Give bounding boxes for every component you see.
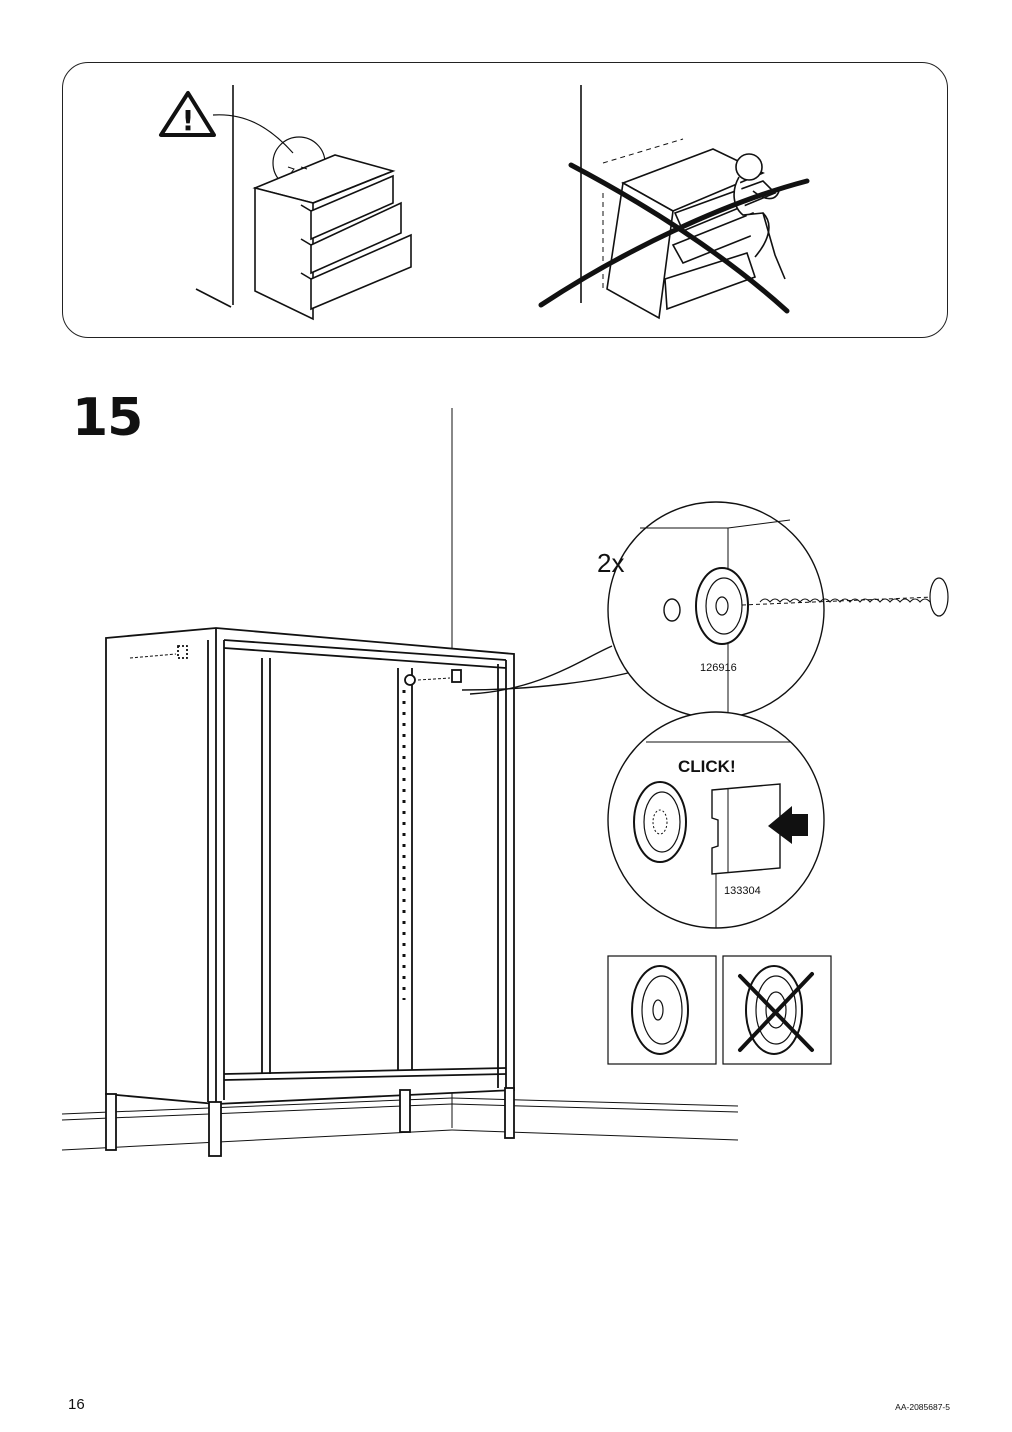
click-label: CLICK! <box>678 757 736 776</box>
svg-text:!: ! <box>182 104 195 137</box>
warning-icon: ! <box>159 91 216 137</box>
quantity-label: 2x <box>597 548 624 578</box>
room-corner <box>61 408 739 1151</box>
cross-icon <box>738 972 814 1052</box>
cross-icon <box>538 162 810 314</box>
detail-circle-click <box>607 711 825 929</box>
warning-illustration: ! <box>159 85 810 321</box>
warning-panel: ! <box>62 62 948 338</box>
detail-circle-screw <box>607 501 949 719</box>
correct-example <box>607 955 717 1065</box>
wardrobe-frame <box>105 627 515 1157</box>
dresser-anchored <box>195 85 412 321</box>
page-number: 16 <box>68 1396 85 1413</box>
part-number-a: 126916 <box>700 662 737 674</box>
incorrect-example <box>722 955 832 1065</box>
arrow-icon <box>768 806 808 844</box>
document-code: AA-2085687-5 <box>895 1402 950 1412</box>
part-number-b: 133304 <box>724 885 761 897</box>
step-number: 15 <box>72 388 143 448</box>
